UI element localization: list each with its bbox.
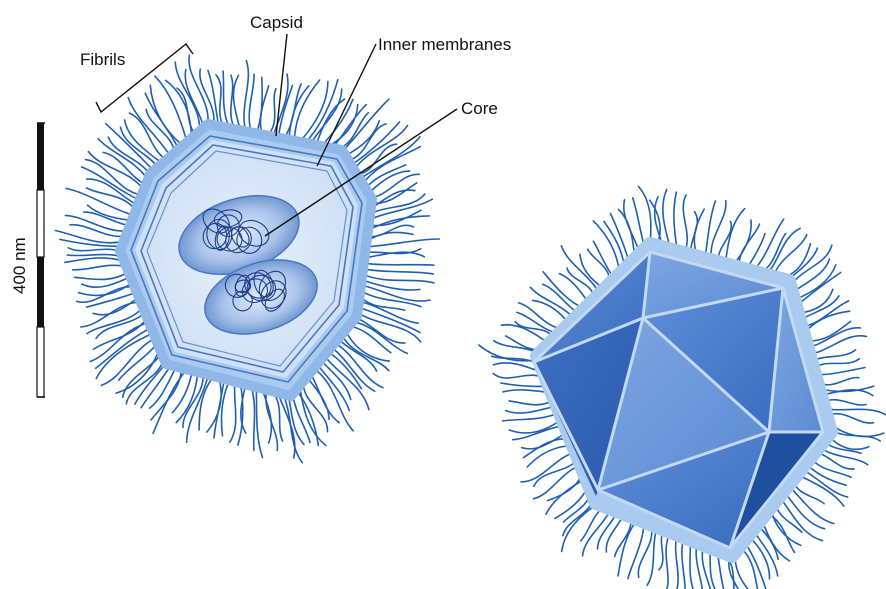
virion-cross-section <box>55 55 439 463</box>
fibril <box>68 248 120 252</box>
fibril <box>739 224 759 268</box>
fibril <box>364 263 434 265</box>
fibril <box>368 216 429 231</box>
fibril <box>361 285 430 301</box>
fibril <box>639 187 651 245</box>
scale-bar-segment-2 <box>37 190 44 257</box>
fibril <box>96 328 152 368</box>
fibril <box>359 302 418 324</box>
fibril <box>96 313 145 339</box>
fibril <box>369 210 421 225</box>
fibril <box>366 165 406 189</box>
fibril <box>284 84 301 139</box>
fibril <box>813 359 859 368</box>
fibril <box>233 75 240 130</box>
fibril <box>93 297 139 315</box>
fibril <box>230 382 236 443</box>
fibril <box>802 301 849 327</box>
fibril <box>705 201 716 259</box>
fibril <box>543 272 584 309</box>
fibril <box>503 413 560 421</box>
fibril <box>366 239 439 247</box>
fibril <box>360 137 420 179</box>
fibril <box>674 192 677 251</box>
inner-membranes-label: Inner membranes <box>378 35 511 54</box>
fibril <box>150 367 177 409</box>
fibril <box>363 269 433 274</box>
fibril <box>75 272 129 280</box>
fibrils-label: Fibrils <box>80 50 125 69</box>
fibril <box>349 326 391 353</box>
fibril <box>506 406 557 413</box>
fibril <box>638 524 652 577</box>
fibril <box>666 532 670 589</box>
fibril <box>283 394 303 463</box>
capsid-label: Capsid <box>250 13 303 32</box>
scale-bar-label: 400 nm <box>10 237 29 294</box>
fibril <box>65 258 125 262</box>
fibril <box>73 265 127 270</box>
fibril <box>249 74 254 132</box>
fibril <box>767 228 801 275</box>
fibril <box>676 535 679 589</box>
fibril <box>766 513 795 552</box>
fibril <box>335 343 383 388</box>
fibril <box>223 71 230 128</box>
fibril <box>604 222 625 270</box>
scale-bar-segment-1 <box>37 123 44 190</box>
fibril <box>87 179 138 205</box>
scale-bar-segment-3 <box>37 257 44 327</box>
fibril <box>815 368 865 375</box>
fibril <box>135 364 166 405</box>
fibril <box>251 386 255 451</box>
fibril <box>367 232 413 241</box>
fibril <box>256 387 262 458</box>
core-label: Core <box>461 99 498 118</box>
fibril <box>362 274 434 283</box>
fibril <box>683 195 687 253</box>
fibril <box>272 391 282 441</box>
fibril <box>244 60 248 131</box>
fibril <box>624 200 640 254</box>
fibril <box>809 336 866 355</box>
fibril <box>268 89 276 136</box>
fibril <box>67 255 122 257</box>
fibril <box>79 282 133 295</box>
fibril <box>510 419 563 433</box>
fibril <box>289 86 309 140</box>
fibril <box>543 284 580 314</box>
scale-bar: 400 nm <box>10 123 45 397</box>
fibril <box>352 322 407 354</box>
fibril <box>175 62 199 131</box>
fibril <box>618 519 637 576</box>
fibril <box>753 530 778 576</box>
fibril <box>358 307 420 333</box>
virion-exterior <box>479 187 886 589</box>
fibril <box>88 152 143 190</box>
fibril <box>172 371 192 413</box>
scale-bar-segment-4 <box>37 327 44 397</box>
fibril <box>762 519 790 561</box>
